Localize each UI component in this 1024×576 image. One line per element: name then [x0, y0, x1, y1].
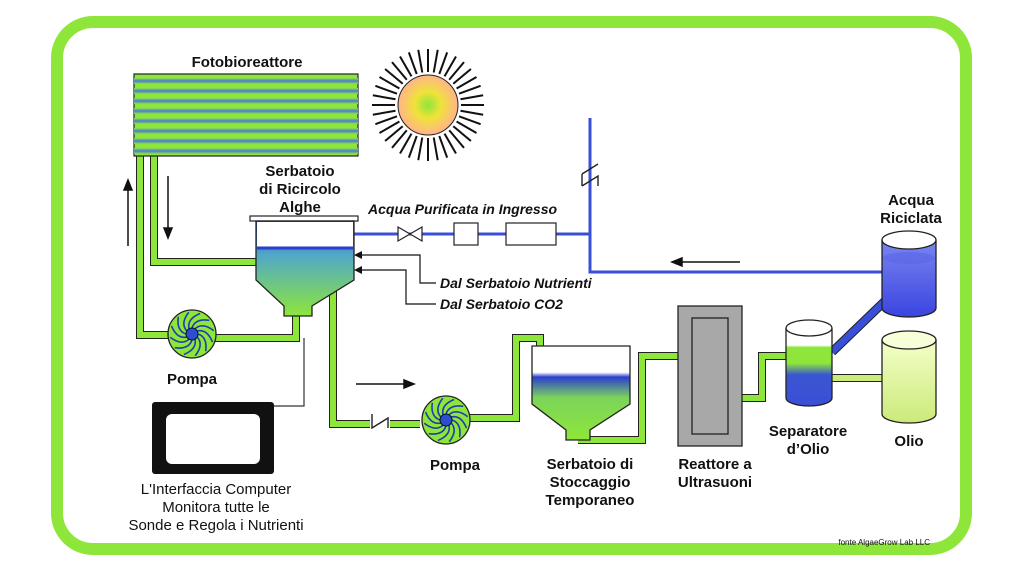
storage-tank — [531, 345, 631, 441]
storage-tank-label-1: Serbatoio di — [547, 456, 634, 473]
recycled-water-label-2: Riciclata — [880, 210, 942, 227]
source-credit: fonte AlgaeGrow Lab LLC — [838, 538, 930, 547]
valve-icon — [397, 225, 423, 243]
green-pipes — [136, 156, 882, 444]
recirculation-tank — [249, 215, 359, 317]
pump-icon — [167, 309, 217, 359]
computer-label-2: Monitora tutte le — [162, 499, 270, 516]
computer-monitor-icon — [152, 338, 305, 474]
ultrasonic-reactor — [677, 305, 743, 447]
outer-frame — [51, 16, 972, 555]
storage-tank-label-3: Temporaneo — [546, 492, 635, 509]
photobioreactor — [133, 73, 359, 157]
photobioreactor-label: Fotobioreattore — [192, 54, 303, 71]
storage-tank-label-2: Stoccaggio — [550, 474, 631, 491]
recycled-water-label-1: Acqua — [888, 192, 935, 209]
blue-water-pipes — [354, 118, 890, 356]
from-nutrients-label: Dal Serbatoio Nutrienti — [440, 275, 593, 291]
filter-box — [453, 222, 479, 246]
oil-tank — [881, 330, 937, 424]
pump-left-label: Pompa — [167, 371, 218, 388]
feed-lines — [356, 254, 436, 305]
purified-water-label: Acqua Purificata in Ingresso — [367, 201, 557, 217]
check-valve-icon — [371, 414, 389, 430]
pump-mid-label: Pompa — [430, 457, 481, 474]
oil-label: Olio — [894, 433, 923, 450]
reactor-label-2: Ultrasuoni — [678, 474, 752, 491]
pump-icon — [421, 395, 471, 445]
reactor-label-1: Reattore a — [678, 456, 752, 473]
recirc-tank-label-2: di Ricircolo — [259, 181, 341, 198]
check-valve-icon — [581, 163, 599, 187]
computer-label-1: L'Interfaccia Computer — [141, 481, 291, 498]
purifier-box — [505, 222, 557, 246]
sun-icon — [372, 49, 484, 161]
recirc-tank-label-3: Alghe — [279, 199, 321, 216]
separator-label-2: d’Olio — [787, 441, 830, 458]
flow-arrow-icon — [122, 176, 740, 390]
from-co2-label: Dal Serbatoio CO2 — [440, 296, 563, 312]
oil-separator — [785, 319, 833, 407]
recycled-water-tank — [881, 230, 937, 318]
separator-label-1: Separatore — [769, 423, 847, 440]
computer-label-3: Sonde e Regola i Nutrienti — [128, 517, 303, 534]
recirc-tank-label-1: Serbatoio — [265, 163, 334, 180]
